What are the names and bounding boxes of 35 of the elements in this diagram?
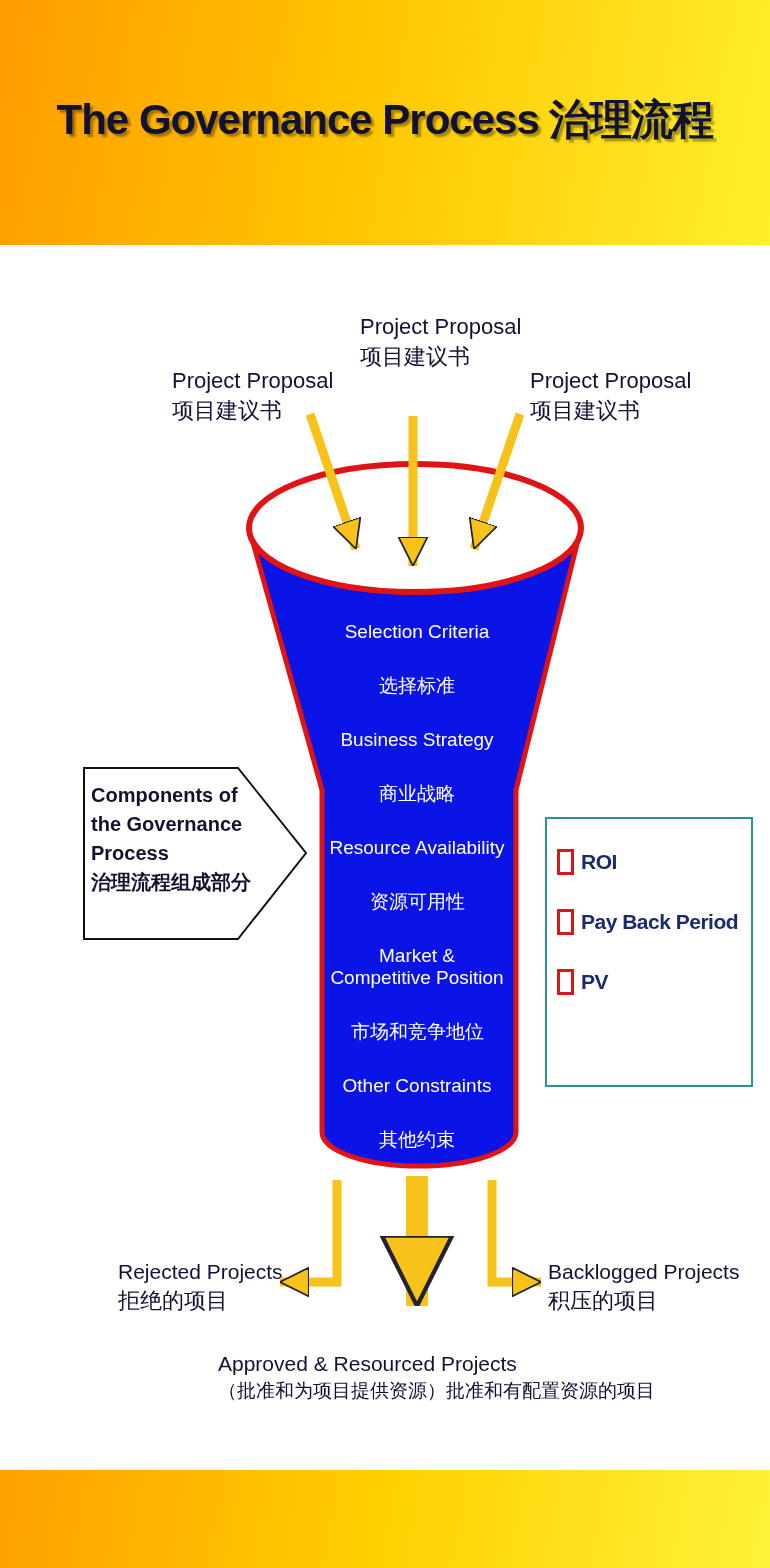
outcome-text: Backlogged Projects	[548, 1259, 741, 1285]
criterion-text: Resource Availability	[329, 837, 505, 859]
outcome-text: Rejected Projects	[118, 1259, 283, 1285]
component-text: Components of the Governance Process	[91, 783, 244, 866]
criterion-text: 商业战略	[379, 783, 455, 805]
arrow	[468, 412, 525, 551]
criterion-text: Business Strategy	[340, 729, 494, 751]
proposal-text: 项目建议书	[360, 342, 471, 371]
proposal-text: 项目建议书	[530, 396, 641, 425]
metrics-box	[545, 817, 753, 1087]
criterion-text: 其他约束	[379, 1129, 455, 1151]
outcome-text: 拒绝的项目	[118, 1287, 229, 1316]
arrow	[397, 416, 429, 567]
arrow	[279, 1180, 342, 1298]
outcome-text: （批准和为项目提供资源）批准和有配置资源的项目	[218, 1379, 656, 1404]
criterion-text: 资源可用性	[369, 891, 465, 913]
outcome-text: Approved & Resourced Projects	[218, 1351, 518, 1377]
criterion-text: Selection Criteria	[344, 621, 490, 643]
criterion-text: Other Constraints	[342, 1075, 492, 1097]
title: The Governance Process 治理流程	[55, 95, 715, 145]
component-text: 治理流程组成部分	[91, 870, 251, 895]
proposal-text: Project Proposal	[172, 367, 332, 395]
arrow	[305, 412, 362, 551]
proposal-text: 项目建议书	[172, 396, 283, 425]
proposal-text: Project Proposal	[530, 367, 690, 395]
arrow	[379, 1176, 455, 1309]
criterion-text: 市场和竞争地位	[350, 1021, 484, 1043]
metric-text: ROI	[581, 850, 617, 874]
metric-text: PV	[581, 970, 608, 994]
outcome-text: 积压的项目	[548, 1287, 659, 1316]
metric-text: Pay Back Period	[581, 910, 739, 934]
criterion-text: Market & Competitive Position	[329, 945, 505, 989]
criterion-text: 选择标准	[379, 675, 455, 697]
proposal-text: Project Proposal	[360, 313, 520, 341]
arrow	[487, 1180, 542, 1298]
